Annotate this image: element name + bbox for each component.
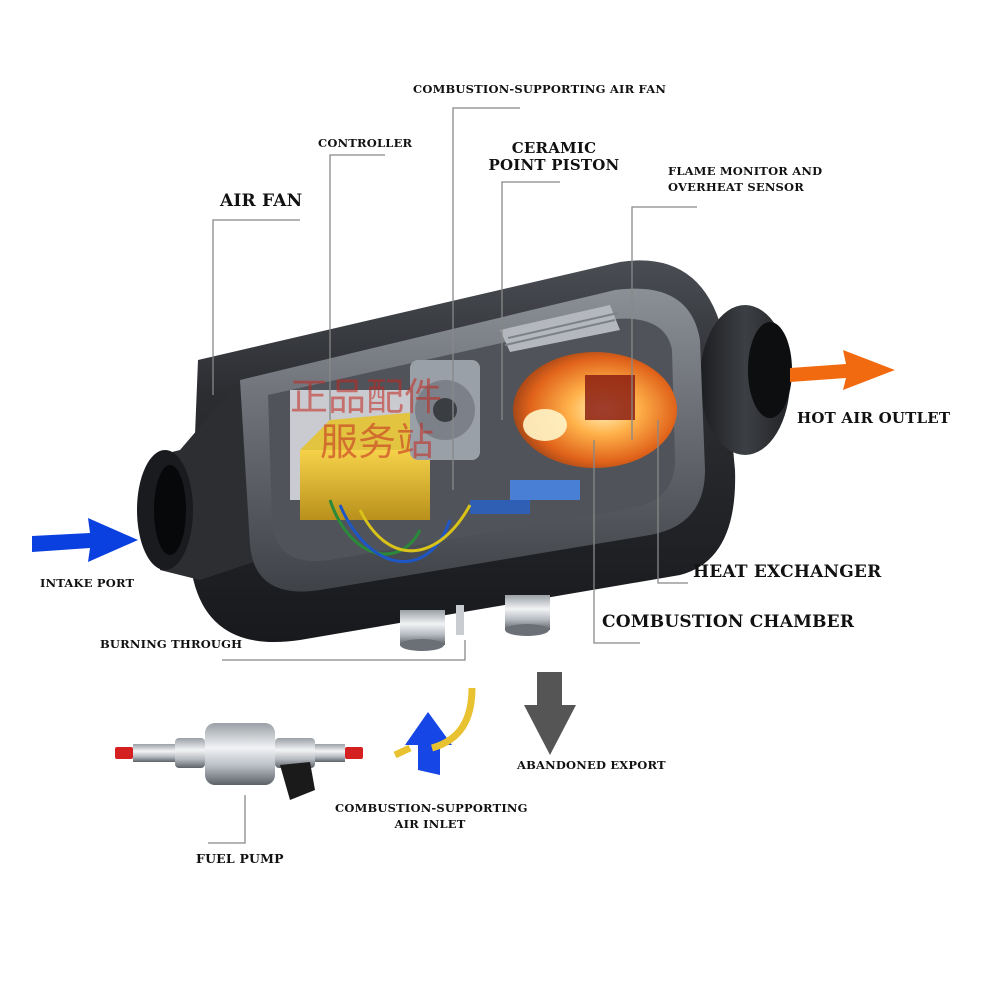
label-heat-exchanger: HEAT EXCHANGER (693, 562, 882, 582)
label-air-fan: AIR FAN (220, 191, 303, 211)
label-combustion-air-fan: COMBUSTION-SUPPORTING AIR FAN (413, 82, 667, 96)
label-flame-monitor: FLAME MONITOR AND OVERHEAT SENSOR (668, 164, 822, 195)
internal-components (290, 305, 677, 564)
air-inlet-tube (430, 687, 476, 752)
label-air-inlet-line1: COMBUSTION-SUPPORTING (335, 801, 528, 815)
label-air-inlet-line2: AIR INLET (394, 817, 466, 832)
label-combustion-air-inlet: COMBUSTION-SUPPORTING AIR INLET (335, 800, 528, 832)
air-inlet-arrow (405, 712, 452, 775)
label-ceramic-line2: POINT PISTON (488, 156, 620, 175)
outlet-arrow (790, 350, 895, 390)
label-controller: CONTROLLER (318, 136, 413, 150)
exhaust-arrow (524, 672, 576, 755)
label-fuel-pump: FUEL PUMP (196, 851, 284, 866)
watermark-text-1: 正品配件 (290, 375, 442, 419)
fuel-pump-illustration (115, 723, 363, 800)
label-burning-through: BURNING THROUGH (100, 637, 243, 651)
bottom-fittings (400, 595, 550, 651)
label-ceramic-line1: CERAMIC (511, 139, 597, 157)
label-abandoned-export: ABANDONED EXPORT (517, 758, 666, 772)
label-intake-port: INTAKE PORT (40, 576, 135, 590)
leader-lines (208, 107, 697, 844)
label-combustion-chamber: COMBUSTION CHAMBER (602, 612, 855, 632)
intake-arrow (32, 518, 138, 562)
label-flame-monitor-line2: OVERHEAT SENSOR (668, 179, 805, 194)
label-ceramic-point-piston: CERAMIC POINT PISTON (484, 139, 624, 175)
label-hot-air-outlet: HOT AIR OUTLET (797, 409, 951, 427)
label-flame-monitor-line1: FLAME MONITOR AND (668, 164, 823, 178)
watermark-text-2: 服务站 (320, 420, 434, 464)
